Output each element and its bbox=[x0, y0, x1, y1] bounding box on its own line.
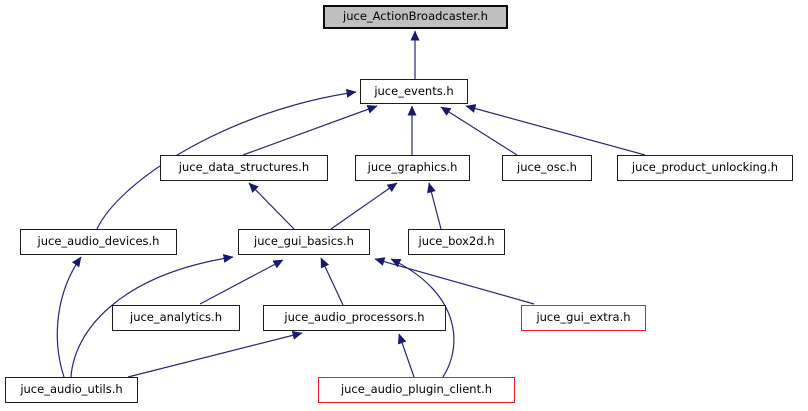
graph-edge-juce_audio_devices_h-to-juce_events_h bbox=[96, 88, 357, 230]
graph-node-juce_audio_processors_h[interactable]: juce_audio_processors.h bbox=[263, 305, 446, 331]
graph-node-juce_audio_utils_h[interactable]: juce_audio_utils.h bbox=[5, 377, 138, 403]
graph-edge-juce_analytics_h-to-juce_gui_basics_h bbox=[199, 259, 284, 305]
graph-node-juce_osc_h[interactable]: juce_osc.h bbox=[502, 155, 592, 181]
graph-node-juce_gui_basics_h[interactable]: juce_gui_basics.h bbox=[238, 229, 370, 255]
graph-edge-juce_audio_utils_h-to-juce_audio_processors_h bbox=[127, 330, 303, 378]
graph-edge-juce_audio_utils_h-to-juce_audio_devices_h bbox=[56, 256, 82, 378]
graph-edge-juce_gui_extra_h-to-juce_gui_basics_h bbox=[374, 257, 535, 305]
graph-edge-juce_gui_basics_h-to-juce_graphics_h bbox=[330, 182, 398, 230]
graph-edge-juce_box2d_h-to-juce_graphics_h bbox=[427, 182, 442, 230]
graph-node-juce_events_h[interactable]: juce_events.h bbox=[360, 79, 468, 104]
graph-edge-juce_data_structures_h-to-juce_events_h bbox=[242, 105, 378, 156]
graph-edge-juce_product_unlocking_h-to-juce_events_h bbox=[465, 104, 646, 156]
graph-edge-juce_audio_plugin_client_h-to-juce_audio_processors_h bbox=[397, 333, 415, 378]
graph-edge-juce_audio_utils_h-to-juce_gui_basics_h bbox=[70, 254, 234, 378]
graph-edge-juce_gui_basics_h-to-juce_data_structures_h bbox=[248, 182, 295, 230]
graph-edge-juce_audio_plugin_client_h-to-juce_gui_basics_h bbox=[390, 258, 455, 378]
graph-node-juce_box2d_h[interactable]: juce_box2d.h bbox=[408, 229, 505, 255]
graph-node-juce_graphics_h[interactable]: juce_graphics.h bbox=[355, 155, 470, 181]
graph-node-juce_analytics_h[interactable]: juce_analytics.h bbox=[112, 305, 240, 331]
graph-node-juce_audio_plugin_client_h[interactable]: juce_audio_plugin_client.h bbox=[318, 377, 515, 403]
graph-node-juce_audio_devices_h[interactable]: juce_audio_devices.h bbox=[20, 229, 177, 255]
graph-node-juce_ActionBroadcaster_h: juce_ActionBroadcaster.h bbox=[323, 5, 508, 29]
graph-edge-juce_osc_h-to-juce_events_h bbox=[440, 106, 518, 156]
graph-node-juce_product_unlocking_h[interactable]: juce_product_unlocking.h bbox=[617, 155, 793, 181]
graph-node-juce_gui_extra_h[interactable]: juce_gui_extra.h bbox=[521, 305, 646, 331]
graph-node-juce_data_structures_h[interactable]: juce_data_structures.h bbox=[160, 155, 328, 181]
graph-edge-juce_audio_processors_h-to-juce_gui_basics_h bbox=[320, 257, 344, 306]
